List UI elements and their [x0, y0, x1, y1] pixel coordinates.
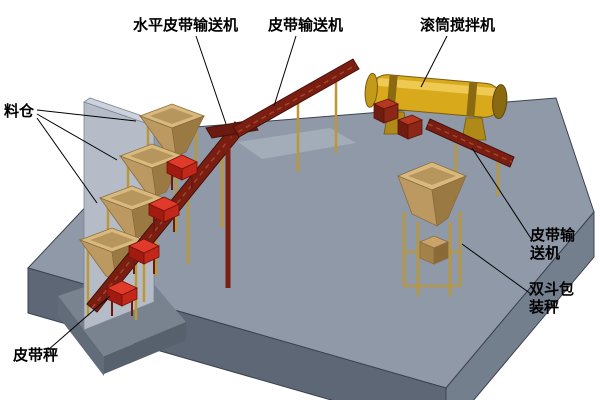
- pit-step-face: [58, 296, 104, 376]
- leader-material-bin-1: [36, 109, 137, 122]
- inclined-conveyor-to-mixer: [232, 58, 360, 172]
- label-belt-conveyor-right-line2: 送机: [530, 244, 561, 263]
- label-belt-conveyor-right-line1: 皮带输: [530, 226, 576, 244]
- platform-right-face: [445, 210, 595, 400]
- leader-lines: [36, 35, 533, 351]
- leader-belt-conveyor-top: [273, 35, 297, 107]
- mixer-end-cap: [492, 84, 508, 120]
- weigh-box: [418, 235, 450, 265]
- drum-mixer: [364, 72, 508, 141]
- label-packing-scale: 双斗包 装秤: [529, 280, 574, 317]
- label-drum-mixer: 滚筒搅拌机: [420, 16, 496, 34]
- leader-drum-mixer: [420, 35, 448, 88]
- hopper-mouth: [150, 108, 194, 124]
- leader-horizontal-belt-conveyor: [195, 35, 227, 125]
- leader-material-bin-2: [36, 113, 118, 161]
- label-belt-conveyor-right: 皮带输 送机: [530, 226, 575, 263]
- scale-2: [148, 196, 180, 232]
- discharge-conveyor-right: [425, 118, 515, 196]
- mixer-stand-right: [461, 117, 487, 141]
- label-belt-conveyor-top: 皮带输送机: [268, 16, 344, 34]
- label-packing-scale-line1: 双斗包: [529, 280, 575, 298]
- scale-1: [166, 154, 198, 190]
- leader-packing-scale: [461, 243, 532, 295]
- packing-hopper-mouth: [408, 167, 456, 185]
- mixer-base-block-1: [372, 98, 400, 124]
- pit-step-front: [104, 322, 186, 374]
- leader-belt-scale: [47, 295, 111, 351]
- label-material-bin: 料仓: [4, 102, 35, 120]
- scale-4-belt-scale: [106, 280, 138, 316]
- hopper-funnel-right: [171, 115, 205, 157]
- leader-material-bin-3: [36, 117, 98, 204]
- packing-scale: [396, 161, 468, 296]
- belt-scales: [106, 154, 198, 316]
- leader-belt-conveyor-right: [471, 147, 533, 241]
- mixer-base-block-2: [396, 114, 424, 140]
- packing-hopper-right: [431, 175, 467, 227]
- scale-3: [128, 238, 160, 274]
- mixer-drum-highlight: [376, 78, 499, 97]
- mixer-ring-2: [466, 81, 478, 117]
- mixer-inlet-cap: [364, 72, 378, 108]
- label-horizontal-belt-conveyor: 水平皮带输送机: [133, 16, 239, 34]
- label-packing-scale-line2: 装秤: [529, 298, 560, 317]
- label-belt-scale: 皮带秤: [13, 346, 59, 364]
